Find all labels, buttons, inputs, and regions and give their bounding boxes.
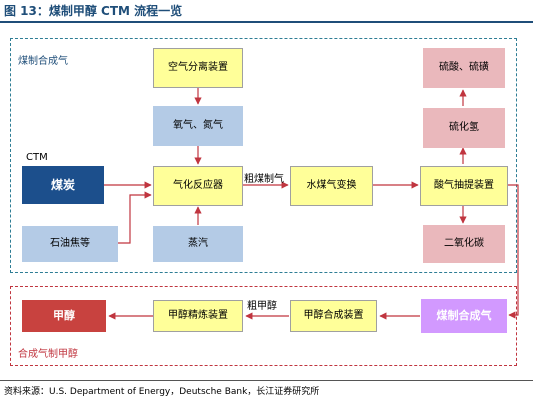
- node-methanol-synthesis-label: 甲醇合成装置: [303, 310, 364, 321]
- node-carbon-dioxide-label: 二氧化碳: [444, 238, 484, 249]
- node-methanol-synthesis: 甲醇合成装置: [290, 300, 377, 332]
- region-syngas-to-methanol: [10, 286, 517, 366]
- node-steam: 蒸汽: [153, 226, 243, 262]
- source-note: 资料来源：U.S. Department of Energy，Deutsche …: [4, 387, 320, 397]
- node-hydrogen-sulfide-label: 硫化氢: [449, 122, 479, 133]
- node-acid-gas-removal: 酸气抽提装置: [420, 166, 508, 206]
- node-gasifier-label: 气化反应器: [173, 180, 223, 191]
- arrow-acid-to-coal-syngas: [508, 184, 519, 319]
- node-water-gas-shift-label: 水煤气变换: [306, 180, 357, 191]
- region-label-syngas-to-methanol: 合成气制甲醇: [18, 349, 78, 360]
- footer-rule: [0, 380, 533, 381]
- edge-label-crude-syngas: 粗煤制气: [244, 174, 284, 185]
- node-coal: 煤炭: [22, 166, 104, 204]
- node-coal-label: 煤炭: [50, 177, 75, 192]
- node-water-gas-shift: 水煤气变换: [290, 166, 373, 206]
- node-sulfuric-acid-sulfur-label: 硫酸、硫磺: [439, 62, 489, 73]
- node-acid-gas-removal-label: 酸气抽提装置: [434, 180, 494, 191]
- edge-label-crude-methanol: 粗甲醇: [247, 301, 277, 312]
- node-air-separation-label: 空气分离装置: [168, 62, 228, 73]
- ctm-label: CTM: [26, 152, 48, 163]
- node-air-separation: 空气分离装置: [153, 48, 243, 88]
- node-methanol-label: 甲醇: [53, 309, 75, 323]
- node-oxygen-nitrogen-label: 氧气、氮气: [173, 120, 223, 131]
- node-petroleum-coke: 石油焦等: [22, 226, 118, 262]
- node-carbon-dioxide: 二氧化碳: [423, 225, 505, 263]
- arrow-petcoke-to-gasifier: [118, 191, 152, 244]
- node-coal-syngas-label: 煤制合成气: [436, 309, 492, 323]
- node-oxygen-nitrogen: 氧气、氮气: [153, 106, 243, 146]
- region-coal-to-syngas: [10, 38, 517, 273]
- node-methanol: 甲醇: [22, 300, 106, 332]
- node-methanol-refining: 甲醇精炼装置: [153, 300, 243, 332]
- node-methanol-refining-label: 甲醇精炼装置: [168, 310, 228, 321]
- node-hydrogen-sulfide: 硫化氢: [423, 108, 505, 148]
- node-petroleum-coke-label: 石油焦等: [50, 238, 90, 249]
- node-coal-syngas: 煤制合成气: [421, 299, 507, 333]
- node-sulfuric-acid-sulfur: 硫酸、硫磺: [423, 48, 505, 88]
- figure-title: 图 13：煤制甲醇 CTM 流程一览: [4, 4, 183, 18]
- node-steam-label: 蒸汽: [188, 238, 208, 249]
- region-label-coal-to-syngas: 煤制合成气: [18, 56, 68, 67]
- title-rule: [0, 21, 533, 23]
- node-gasifier: 气化反应器: [153, 166, 243, 206]
